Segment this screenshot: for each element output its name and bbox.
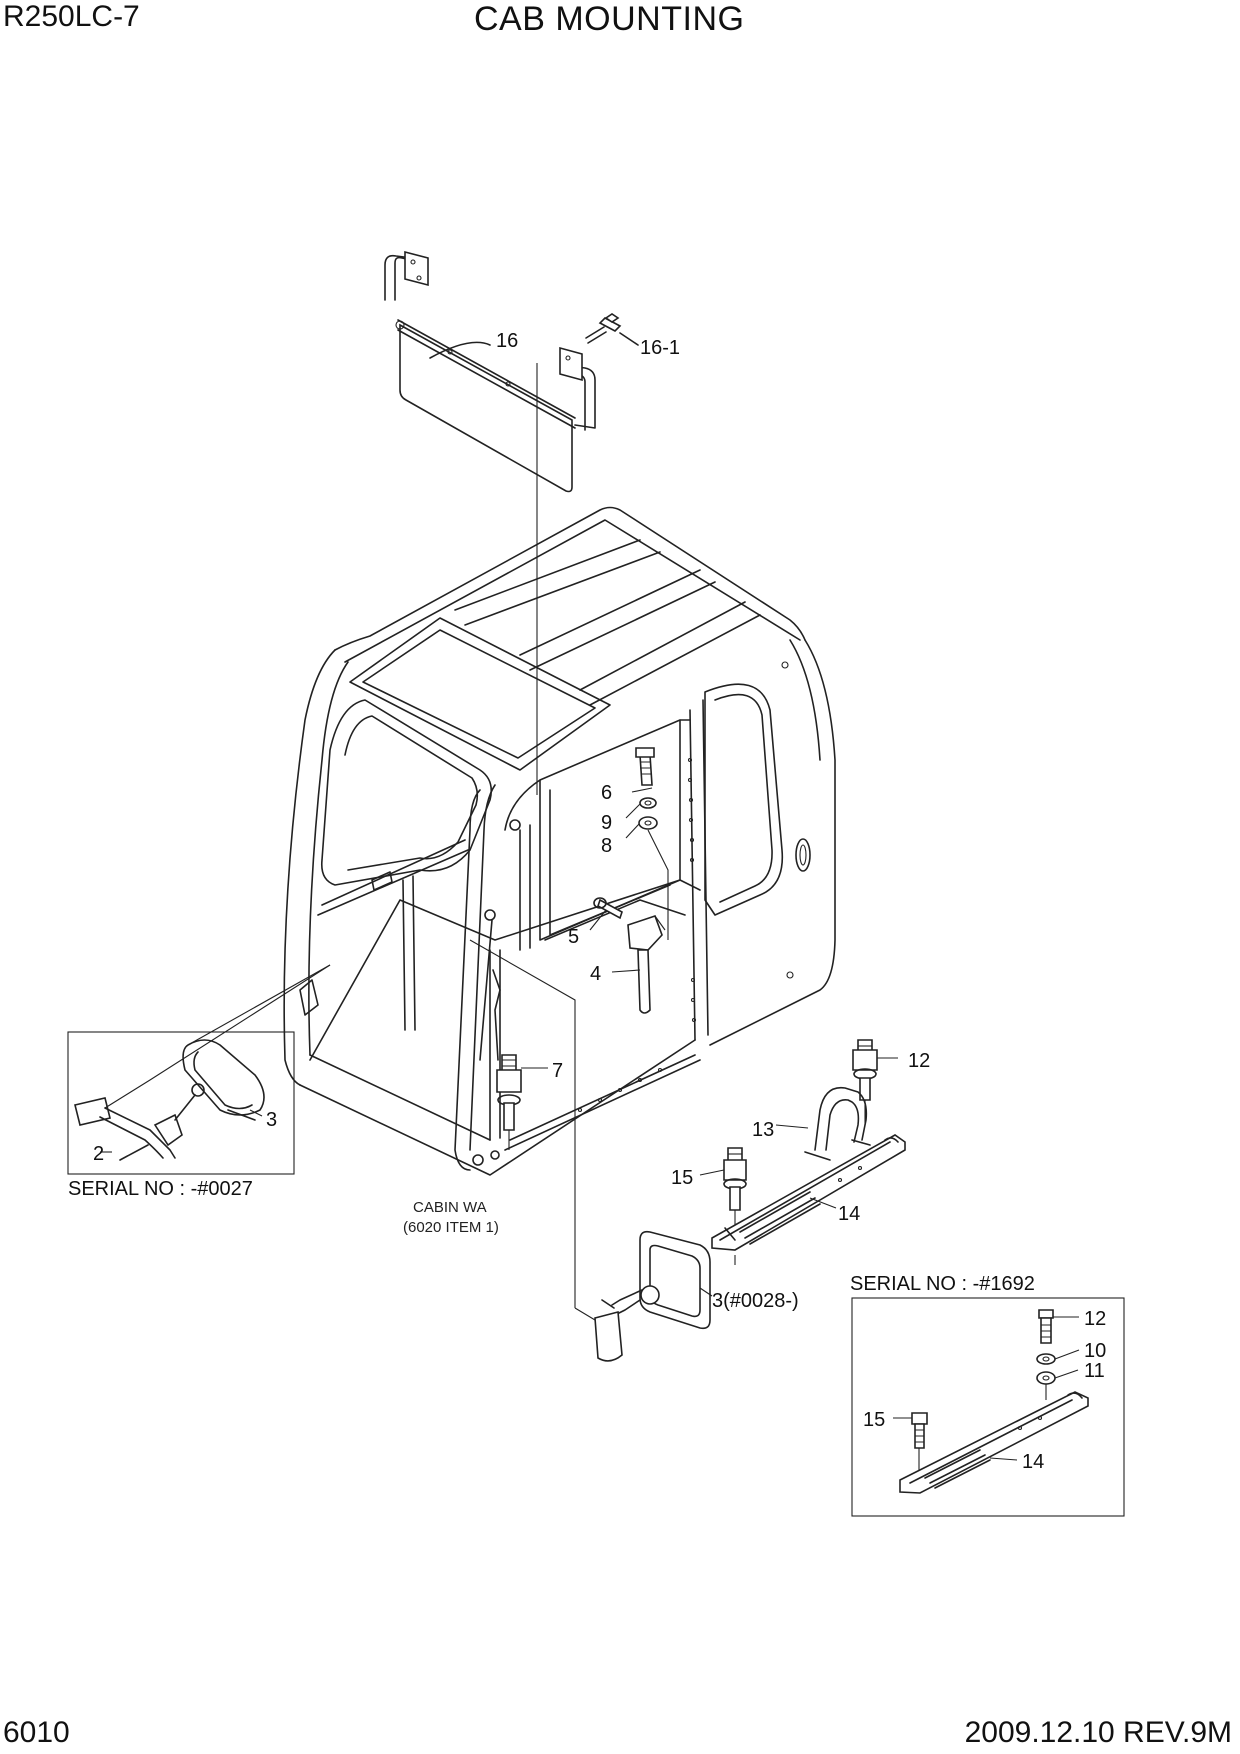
- washer-part-9: [639, 797, 657, 809]
- cabin-note-line2: (6020 ITEM 1): [403, 1219, 499, 1236]
- callout-13: 13: [752, 1119, 774, 1141]
- sun-visor-part-16: [384, 250, 639, 795]
- callout-10: 10: [1084, 1340, 1106, 1362]
- callout-3-new: 3(#0028-): [712, 1290, 799, 1312]
- bolt-part-6: [635, 747, 655, 786]
- revision-date: 2009.12.10 REV.9M: [964, 1716, 1232, 1749]
- callout-6: 6: [601, 782, 612, 804]
- callout-15: 15: [671, 1167, 693, 1189]
- callout-16: 16: [496, 330, 518, 352]
- model-name: R250LC-7: [3, 0, 140, 33]
- bolt-part-5: [593, 897, 623, 920]
- cabin-note-line1: CABIN WA: [413, 1199, 487, 1216]
- callout-8: 8: [601, 835, 612, 857]
- mirror-part-3-new: [469, 939, 711, 1362]
- washer-part-8: [638, 816, 658, 830]
- callout-15-inset: 15: [863, 1409, 885, 1431]
- mirror-inset-old: [67, 964, 331, 1175]
- callout-9: 9: [601, 812, 612, 834]
- page-number: 6010: [3, 1716, 70, 1749]
- callout-5: 5: [568, 926, 579, 948]
- callout-7: 7: [552, 1060, 563, 1082]
- callout-14: 14: [838, 1203, 860, 1225]
- callout-12: 12: [908, 1050, 930, 1072]
- callout-14-inset: 14: [1022, 1451, 1044, 1473]
- serial-label-new: SERIAL NO : -#1692: [850, 1273, 1035, 1295]
- callout-12-inset: 12: [1084, 1308, 1106, 1330]
- serial-label-old: SERIAL NO : -#0027: [68, 1178, 253, 1200]
- bolt-part-7: [496, 1054, 522, 1131]
- callout-2: 2: [93, 1143, 104, 1165]
- lock-part-4: [627, 914, 666, 1014]
- callout-11: 11: [1084, 1360, 1105, 1382]
- leader-lines: [100, 787, 1080, 1461]
- bolt-part-16-1: [585, 313, 622, 344]
- page-title: CAB MOUNTING: [474, 0, 745, 38]
- callout-3-old: 3: [266, 1109, 277, 1131]
- step-inset-serial-1692: [851, 1297, 1125, 1517]
- callout-16-1: 16-1: [640, 337, 680, 359]
- callout-4: 4: [590, 963, 601, 985]
- step-assembly: [711, 1039, 906, 1265]
- cabin-body: [283, 506, 836, 1176]
